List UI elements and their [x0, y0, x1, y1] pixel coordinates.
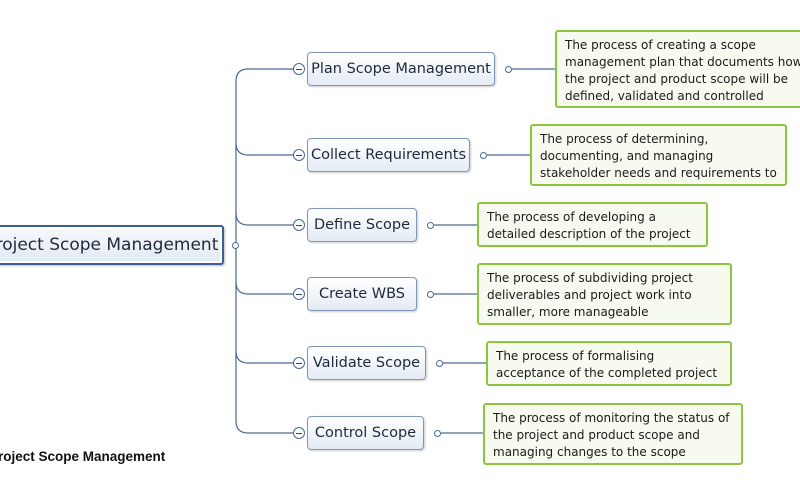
branch-line — [235, 420, 293, 434]
description-collect-requirements: The process of determining, documenting,… — [530, 124, 787, 186]
description-text: The process of developing a detailed des… — [487, 210, 691, 245]
description-text: The process of formalising acceptance of… — [496, 349, 718, 384]
node-connector-dot — [436, 360, 443, 367]
branch-line — [235, 350, 293, 364]
caption-text: Project Scope Management — [0, 449, 166, 464]
node-label: Create WBS — [318, 286, 406, 302]
collapse-define-scope-icon[interactable] — [293, 219, 305, 231]
node-collect-requirements[interactable]: Collect Requirements — [307, 138, 470, 172]
node-label: Validate Scope — [312, 355, 421, 371]
description-text: The process of subdividing project deliv… — [487, 271, 693, 323]
branch-line — [235, 212, 293, 226]
root-topic[interactable]: Project Scope Management — [0, 225, 224, 265]
node-connector-dot — [505, 66, 512, 73]
node-connector-dot — [427, 291, 434, 298]
node-validate-scope[interactable]: Validate Scope — [307, 346, 426, 380]
collapse-create-wbs-icon[interactable] — [293, 288, 305, 300]
root-connector-dot — [232, 242, 239, 249]
node-connector-dot — [434, 430, 441, 437]
node-plan-scope-management[interactable]: Plan Scope Management — [307, 52, 495, 86]
node-label: Control Scope — [314, 425, 417, 441]
caption: Project Scope Management — [0, 449, 220, 464]
node-label: Define Scope — [313, 217, 411, 233]
description-define-scope: The process of developing a detailed des… — [477, 202, 708, 247]
description-create-wbs: The process of subdividing project deliv… — [477, 263, 732, 325]
collapse-plan-scope-icon[interactable] — [293, 63, 305, 75]
branch-line — [235, 281, 293, 295]
node-control-scope[interactable]: Control Scope — [307, 416, 424, 450]
collapse-validate-scope-icon[interactable] — [293, 357, 305, 369]
description-text: The process of determining, documenting,… — [540, 132, 777, 184]
branch-line — [235, 68, 293, 82]
node-label: Collect Requirements — [310, 147, 467, 163]
description-plan-scope-management: The process of creating a scope manageme… — [555, 30, 800, 108]
description-text: The process of creating a scope manageme… — [565, 38, 800, 103]
branch-line — [235, 142, 293, 156]
node-connector-dot — [427, 222, 434, 229]
collapse-collect-requirements-icon[interactable] — [293, 149, 305, 161]
node-connector-dot — [480, 152, 487, 159]
node-create-wbs[interactable]: Create WBS — [307, 277, 417, 311]
root-topic-label: Project Scope Management — [0, 235, 219, 255]
description-text: The process of monitoring the status of … — [493, 411, 730, 463]
node-define-scope[interactable]: Define Scope — [307, 208, 417, 242]
description-validate-scope: The process of formalising acceptance of… — [486, 341, 732, 386]
collapse-control-scope-icon[interactable] — [293, 427, 305, 439]
node-label: Plan Scope Management — [311, 61, 491, 77]
description-control-scope: The process of monitoring the status of … — [483, 403, 743, 465]
